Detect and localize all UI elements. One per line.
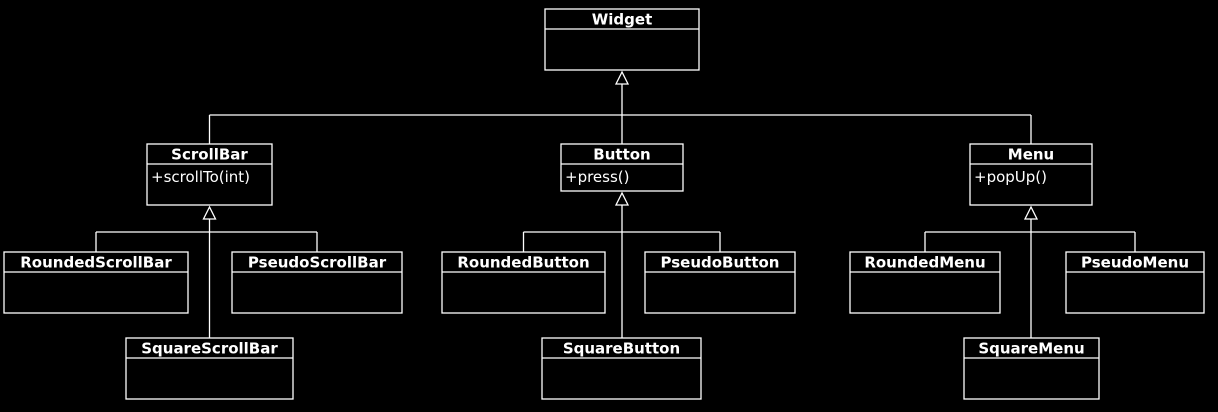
class-name: SquareButton [563, 340, 680, 358]
class-box [849, 251, 1001, 314]
class-rounded-scrollbar: RoundedScrollBar [3, 251, 189, 314]
class-box [146, 143, 273, 206]
class-menu: Menu +popUp() [969, 143, 1093, 206]
generalization-button [522, 191, 721, 338]
class-box [3, 251, 189, 314]
class-name: Button [593, 146, 650, 164]
class-name: SquareScrollBar [141, 340, 278, 358]
class-box [560, 143, 684, 192]
class-rounded-menu: RoundedMenu [849, 251, 1001, 314]
class-name: Menu [1008, 146, 1054, 164]
generalization-arrowhead [1023, 205, 1039, 220]
class-square-menu: SquareMenu [963, 337, 1100, 400]
class-name: Widget [592, 11, 653, 29]
class-box [231, 251, 403, 314]
class-box [541, 337, 702, 400]
class-square-scrollbar: SquareScrollBar [125, 337, 294, 400]
generalization-edges [95, 70, 1136, 338]
class-pseudo-button: PseudoButton [644, 251, 796, 314]
generalization-arrowhead [614, 70, 630, 85]
class-method: +scrollTo(int) [151, 168, 250, 186]
generalization-arrowhead [614, 191, 630, 206]
class-method: +press() [565, 168, 630, 186]
generalization-widget [208, 70, 1032, 144]
class-name: RoundedButton [457, 254, 589, 272]
class-box [544, 8, 700, 71]
class-pseudo-scrollbar: PseudoScrollBar [231, 251, 403, 314]
class-box [963, 337, 1100, 400]
class-box [969, 143, 1093, 206]
class-box [125, 337, 294, 400]
class-name: RoundedMenu [864, 254, 985, 272]
class-name: SquareMenu [978, 340, 1084, 358]
class-name: RoundedScrollBar [20, 254, 172, 272]
class-name: ScrollBar [171, 146, 248, 164]
class-name: PseudoMenu [1081, 254, 1189, 272]
generalization-menu [924, 205, 1136, 338]
class-box [644, 251, 796, 314]
class-name: PseudoScrollBar [248, 254, 387, 272]
class-scrollbar: ScrollBar +scrollTo(int) [146, 143, 273, 206]
class-rounded-button: RoundedButton [441, 251, 606, 314]
class-button: Button +press() [560, 143, 684, 192]
class-box [441, 251, 606, 314]
class-method: +popUp() [974, 168, 1047, 186]
class-widget: Widget [544, 8, 700, 71]
class-square-button: SquareButton [541, 337, 702, 400]
class-name: PseudoButton [661, 254, 780, 272]
generalization-scrollbar [95, 205, 318, 338]
generalization-arrowhead [202, 205, 217, 220]
class-box [1065, 251, 1205, 314]
class-pseudo-menu: PseudoMenu [1065, 251, 1205, 314]
